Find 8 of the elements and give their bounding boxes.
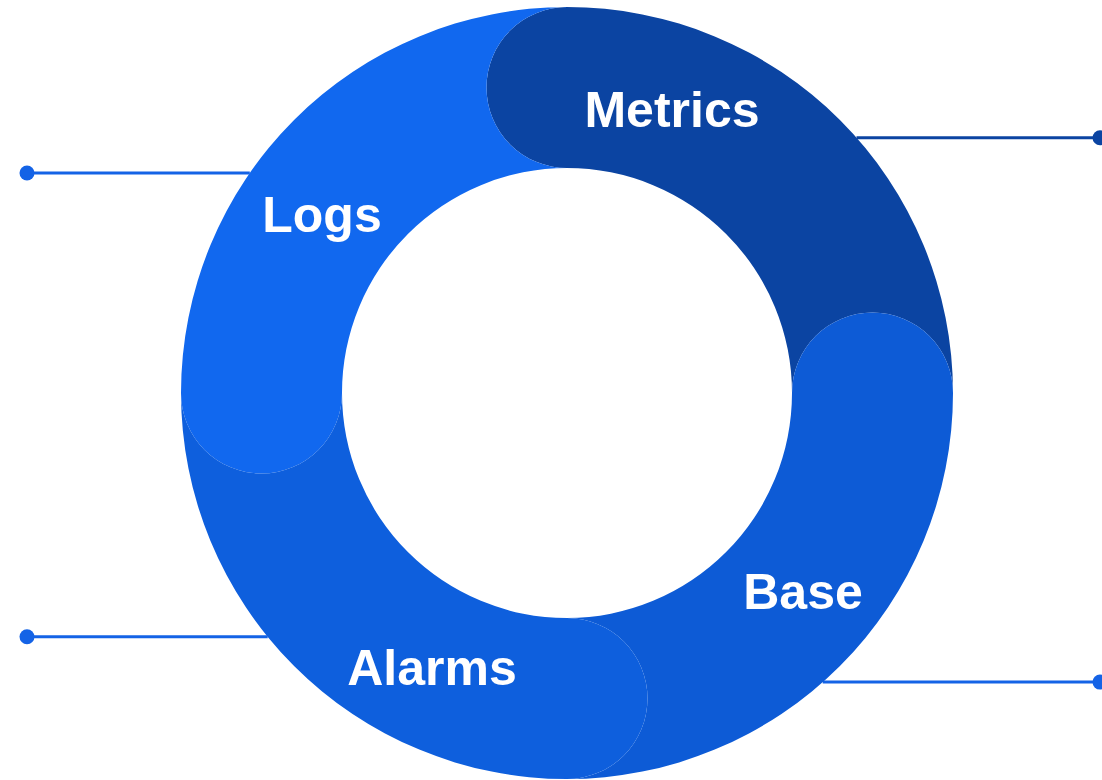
segment-label: Logs <box>262 190 382 240</box>
leader-line <box>822 674 1102 690</box>
leader-line <box>856 130 1102 146</box>
segment-label: Alarms <box>347 643 517 693</box>
leader-line <box>19 629 268 645</box>
segment-label: Base <box>743 567 863 617</box>
leader-line <box>19 165 250 181</box>
segment-label: Metrics <box>584 85 760 135</box>
